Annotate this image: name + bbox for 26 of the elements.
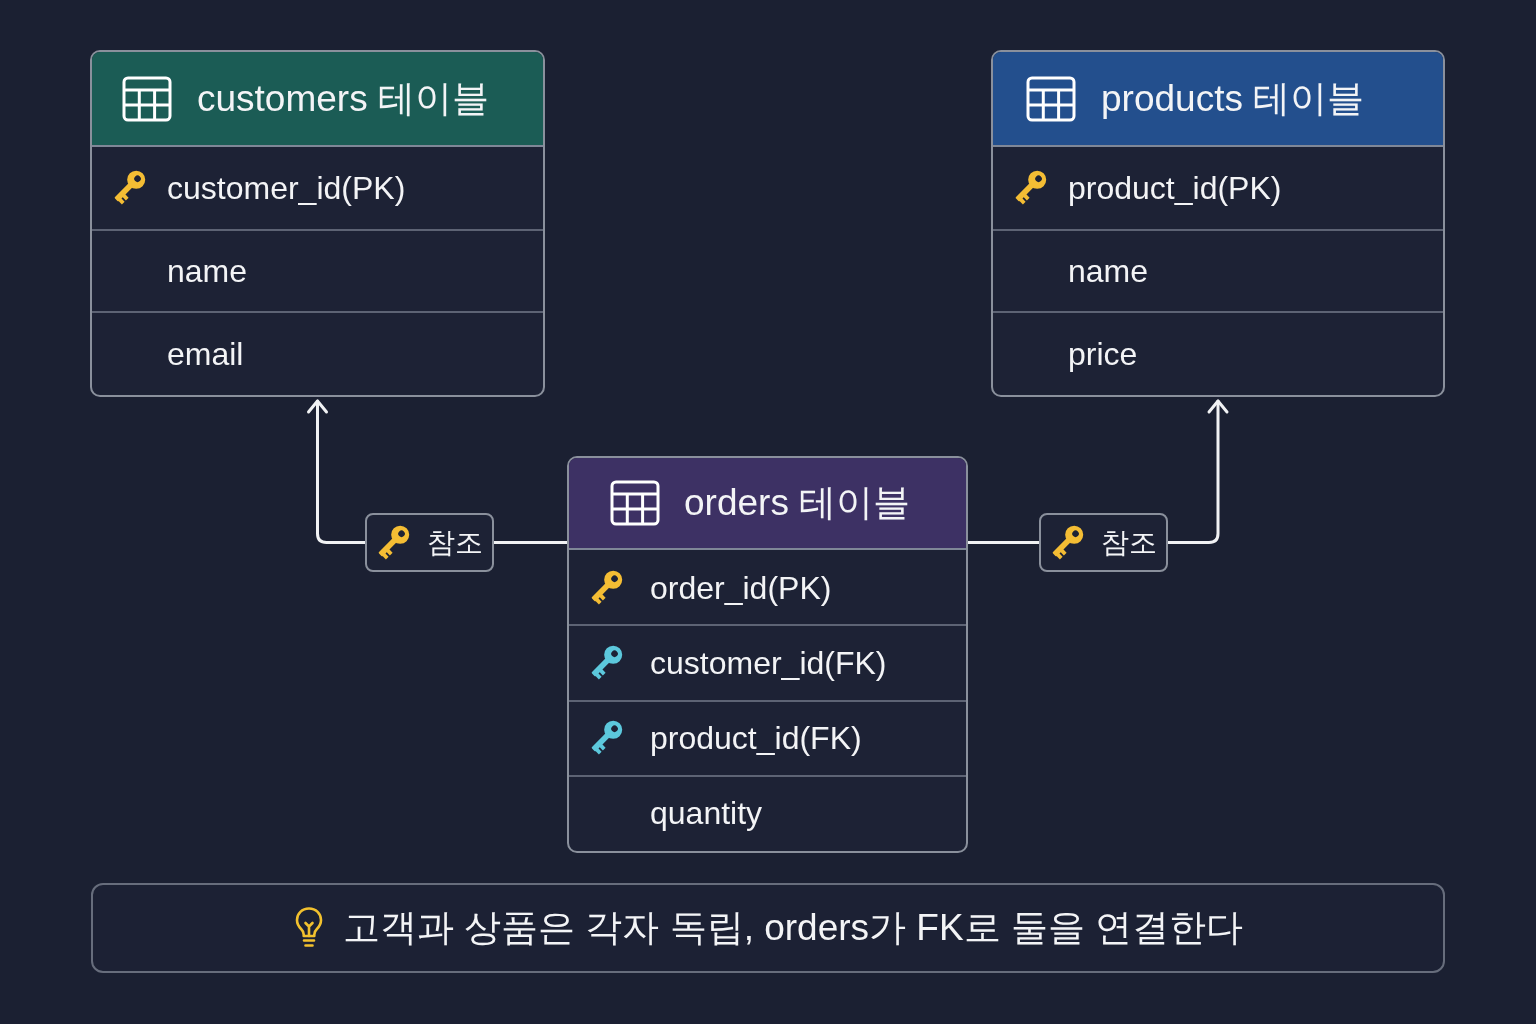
column-name: name	[1068, 252, 1149, 290]
connector-line	[492, 541, 569, 544]
connector-line	[966, 541, 1041, 544]
reference-tag	[365, 513, 494, 572]
table-card	[90, 50, 545, 397]
table-card	[567, 456, 968, 853]
table-title: customers 테이블	[197, 76, 489, 121]
table-card	[991, 50, 1445, 397]
column-name: product_id(FK)	[650, 719, 862, 758]
column-name: name	[167, 252, 248, 290]
table-title: products 테이블	[1101, 76, 1365, 121]
reference-text: 참조	[1101, 525, 1157, 560]
column-name: price	[1068, 334, 1138, 373]
note-text: 고객과 상품은 각자 독립, orders가 FK로 둘을 연결한다	[342, 906, 1244, 950]
table-title: orders 테이블	[684, 481, 911, 525]
arrow	[307, 399, 367, 544]
note-box	[91, 883, 1445, 973]
column-name: customer_id(FK)	[650, 643, 887, 682]
column-name: product_id(PK)	[1068, 169, 1282, 208]
arrow	[1166, 399, 1229, 544]
column-name: quantity	[650, 794, 763, 833]
column-name: order_id(PK)	[650, 568, 832, 607]
column-name: email	[167, 334, 244, 373]
column-name: customer_id(PK)	[167, 169, 406, 208]
reference-tag	[1039, 513, 1168, 572]
reference-text: 참조	[427, 525, 483, 560]
